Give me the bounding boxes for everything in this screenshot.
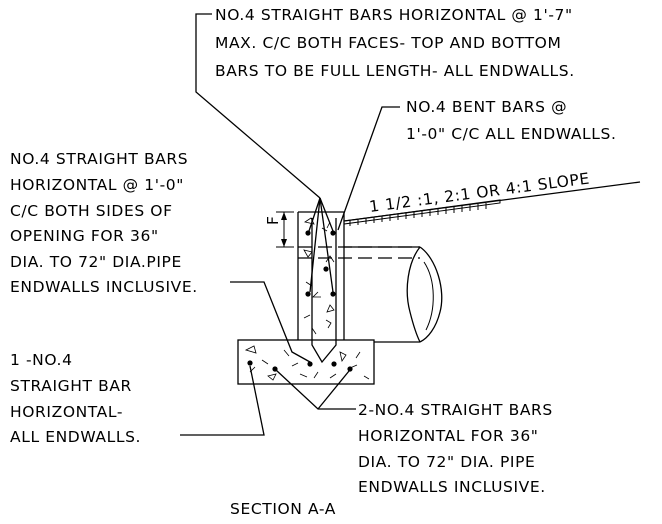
note-single-bar: 1 -NO.4 STRAIGHT BAR HORIZONTAL- ALL END…: [10, 351, 141, 446]
note-two-bars-line-4: ENDWALLS INCLUSIVE.: [358, 478, 546, 496]
leaders: [180, 13, 400, 436]
note-two-bars-line-1: 2-NO.4 STRAIGHT BARS: [358, 401, 553, 419]
note-single-bar-line-4: ALL ENDWALLS.: [10, 428, 141, 446]
note-single-bar-line-3: HORIZONTAL-: [10, 403, 123, 421]
note-single-bar-line-1: 1 -NO.4: [10, 351, 73, 369]
section-title: SECTION A-A: [230, 500, 336, 518]
concrete-hatching: [244, 217, 370, 381]
note-top-bars-line-1: NO.4 STRAIGHT BARS HORIZONTAL @ 1'-7": [215, 6, 573, 24]
rebar-dots: [247, 230, 353, 372]
dimension-f: [276, 211, 294, 248]
note-left-bars-line-6: ENDWALLS INCLUSIVE.: [10, 278, 198, 296]
note-top-bars-line-2: MAX. C/C BOTH FACES- TOP AND BOTTOM: [215, 34, 561, 52]
dimension-f-label: F: [264, 215, 282, 225]
note-left-bars-line-5: DIA. TO 72" DIA.PIPE: [10, 253, 182, 271]
endwall-footing: [237, 339, 375, 385]
note-two-bars: 2-NO.4 STRAIGHT BARS HORIZONTAL FOR 36" …: [358, 401, 553, 496]
pipe: [298, 246, 443, 343]
endwall-stem: [297, 211, 345, 340]
note-two-bars-line-3: DIA. TO 72" DIA. PIPE: [358, 453, 535, 471]
note-bent-bars-line-1: NO.4 BENT BARS @: [406, 98, 567, 116]
note-bent-bars-line-2: 1'-0" C/C ALL ENDWALLS.: [406, 125, 616, 143]
note-bent-bars: NO.4 BENT BARS @ 1'-0" C/C ALL ENDWALLS.: [406, 98, 616, 143]
note-two-bars-line-2: HORIZONTAL FOR 36": [358, 427, 539, 445]
note-left-bars-line-4: OPENING FOR 36": [10, 227, 159, 245]
note-left-bars: NO.4 STRAIGHT BARS HORIZONTAL @ 1'-0" C/…: [10, 150, 198, 296]
bent-bar: [311, 218, 337, 364]
ground-slope: [343, 181, 641, 226]
note-top-bars: NO.4 STRAIGHT BARS HORIZONTAL @ 1'-7" MA…: [215, 6, 575, 80]
note-top-bars-line-3: BARS TO BE FULL LENGTH- ALL ENDWALLS.: [215, 62, 575, 80]
note-left-bars-line-3: C/C BOTH SIDES OF: [10, 202, 173, 220]
note-single-bar-line-2: STRAIGHT BAR: [10, 377, 132, 395]
note-left-bars-line-1: NO.4 STRAIGHT BARS: [10, 150, 188, 168]
note-left-bars-line-2: HORIZONTAL @ 1'-0": [10, 176, 184, 194]
